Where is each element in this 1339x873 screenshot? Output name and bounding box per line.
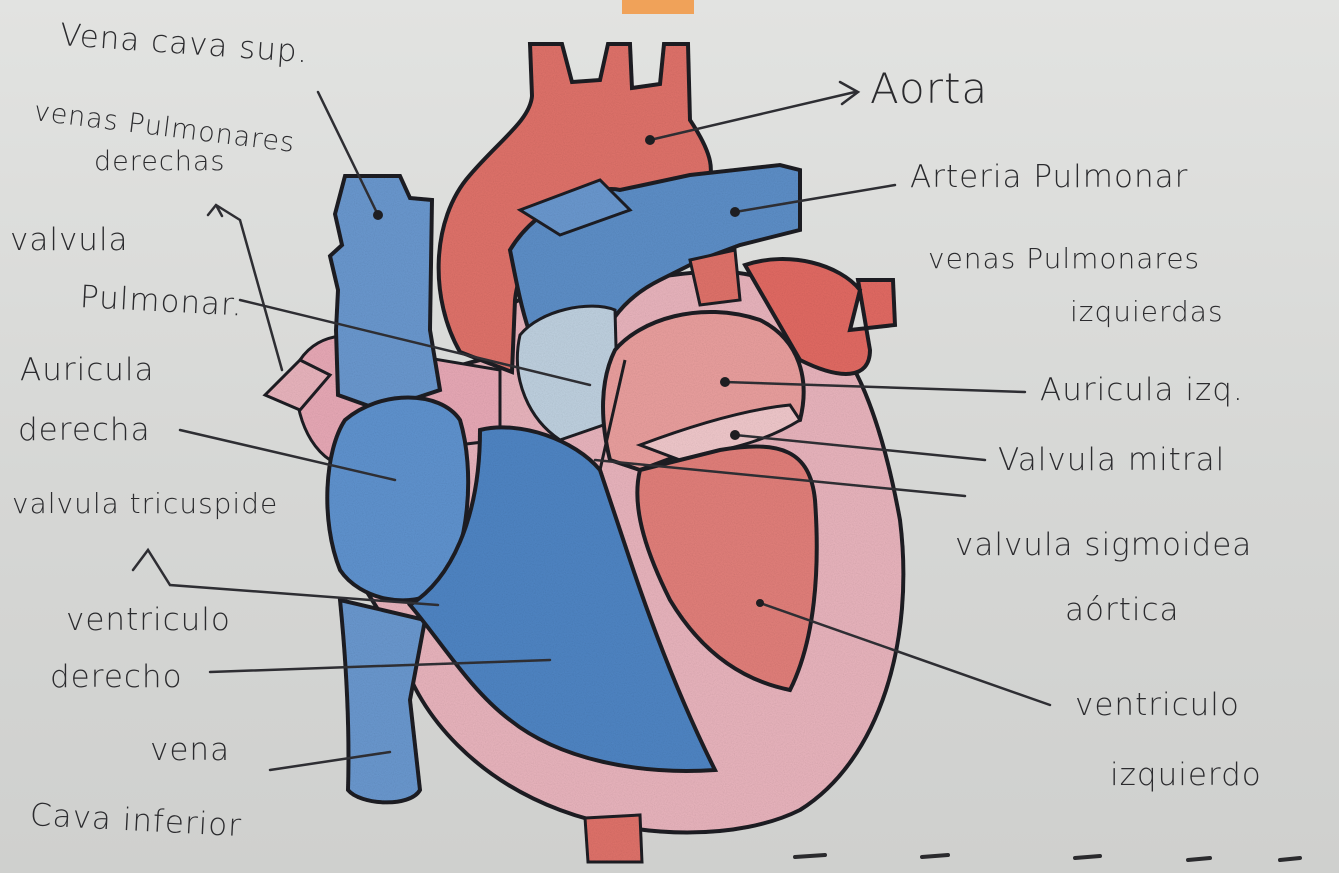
superior-vena-cava [330, 176, 440, 410]
inferior-vena-cava [340, 600, 425, 802]
label-valvula-pulmonar-1: valvula [10, 225, 129, 256]
label-ventriculo-derecho-2: derecho [50, 662, 183, 693]
label-valvula-sigmoidea-2: aórtica [1065, 595, 1180, 626]
label-auricula-derecha-2: derecha [18, 415, 151, 446]
descending-aorta [585, 815, 642, 862]
label-auricula-derecha-1: Auricula [20, 355, 155, 386]
label-valvula-tricuspide: valvula tricuspide [12, 490, 278, 518]
label-arteria-pulmonar: Arteria Pulmonar [910, 162, 1188, 193]
aortic-root [690, 250, 740, 305]
label-ventriculo-derecho-1: ventriculo [66, 605, 231, 636]
bottom-dashes [795, 855, 1300, 860]
label-auricula-izq: Auricula izq. [1040, 375, 1244, 406]
label-ventriculo-izquierdo-2: izquierdo [1110, 760, 1262, 791]
label-ventriculo-izquierdo-1: ventriculo [1075, 690, 1240, 721]
label-valvula-mitral: Valvula mitral [998, 445, 1225, 476]
label-valvula-pulmonar-2: Pulmonar. [79, 282, 243, 321]
label-vena-cava-inferior-1: vena [150, 735, 230, 766]
label-venas-pulmonares-izq-2: izquierdas [1070, 298, 1224, 326]
label-aorta: Aorta [870, 68, 988, 110]
paper-tab [622, 0, 694, 14]
label-valvula-sigmoidea-1: valvula sigmoidea [955, 530, 1252, 561]
label-venas-pulmonares-izq-1: venas Pulmonares [928, 245, 1200, 273]
label-venas-pulmonares-der-2: derechas [94, 148, 225, 175]
